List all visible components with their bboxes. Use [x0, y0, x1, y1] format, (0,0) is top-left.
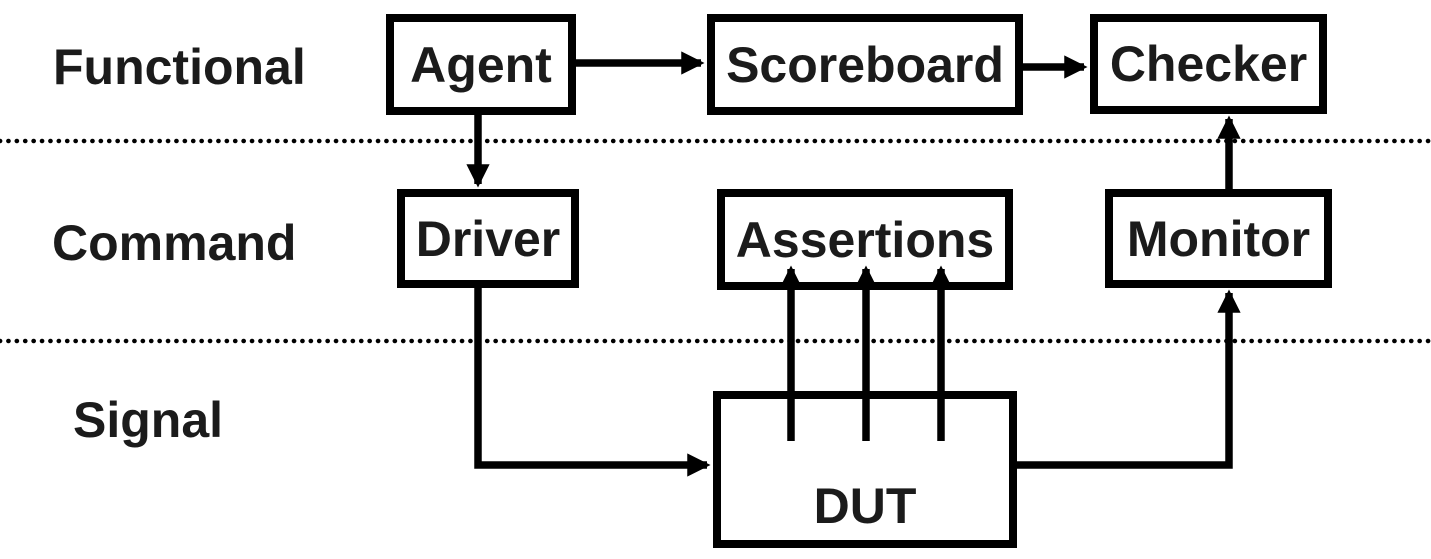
block-monitor: Monitor [1105, 189, 1332, 288]
layer-label-functional: Functional [53, 39, 306, 95]
block-agent-label: Agent [410, 36, 552, 93]
block-scoreboard-label: Scoreboard [726, 36, 1004, 93]
layer-label-command: Command [52, 215, 297, 271]
block-agent: Agent [386, 14, 576, 115]
block-driver-label: Driver [415, 210, 561, 267]
block-dut: DUT [713, 391, 1017, 548]
arrow-dut-to-monitor [1016, 289, 1241, 469]
block-monitor-label: Monitor [1126, 210, 1311, 267]
block-scoreboard: Scoreboard [707, 14, 1023, 115]
layer-label-signal: Signal [73, 392, 224, 448]
block-assertions-label: Assertions [735, 211, 995, 268]
block-driver: Driver [397, 189, 579, 288]
block-checker: Checker [1090, 14, 1327, 114]
block-checker-label: Checker [1109, 36, 1308, 92]
block-assertions: Assertions [717, 189, 1013, 290]
block-dut-label: DUT [813, 478, 917, 534]
arrow-driver-to-dut [474, 287, 711, 477]
